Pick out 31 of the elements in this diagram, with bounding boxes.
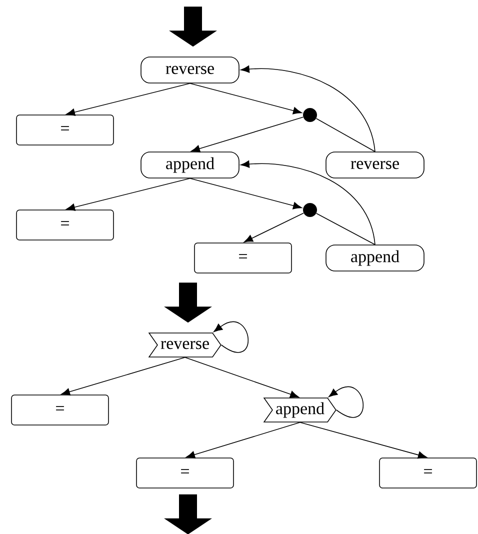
rounded-box: reverse	[326, 152, 424, 178]
arrow	[66, 83, 190, 116]
equals-box: =	[16, 114, 114, 146]
arrow	[186, 422, 300, 458]
equals-box: =	[194, 242, 292, 274]
arrow	[240, 66, 376, 152]
arrow	[214, 321, 248, 353]
arrow	[244, 212, 304, 242]
hexagon-node: reverse	[148, 332, 222, 358]
arrow	[61, 357, 186, 396]
junction-dot	[303, 108, 317, 122]
junction-dot	[303, 203, 317, 217]
arrow	[240, 160, 376, 245]
block-arrow	[169, 6, 217, 47]
arrow	[328, 386, 364, 418]
arrow	[190, 83, 302, 114]
arrow	[300, 422, 427, 459]
arrow	[191, 116, 304, 152]
rounded-box: append	[326, 244, 424, 272]
equals-box: =	[136, 458, 234, 488]
arrow	[184, 357, 299, 398]
arrow	[190, 178, 302, 210]
block-arrow	[164, 494, 212, 534]
block-arrow	[164, 282, 212, 323]
rounded-box: reverse	[140, 56, 240, 84]
equals-box: =	[11, 394, 109, 426]
equals-box: =	[16, 210, 114, 240]
equals-box: =	[379, 458, 477, 488]
rounded-box: append	[140, 152, 240, 178]
arrow	[66, 178, 190, 211]
hexagon-node: append	[263, 398, 336, 422]
